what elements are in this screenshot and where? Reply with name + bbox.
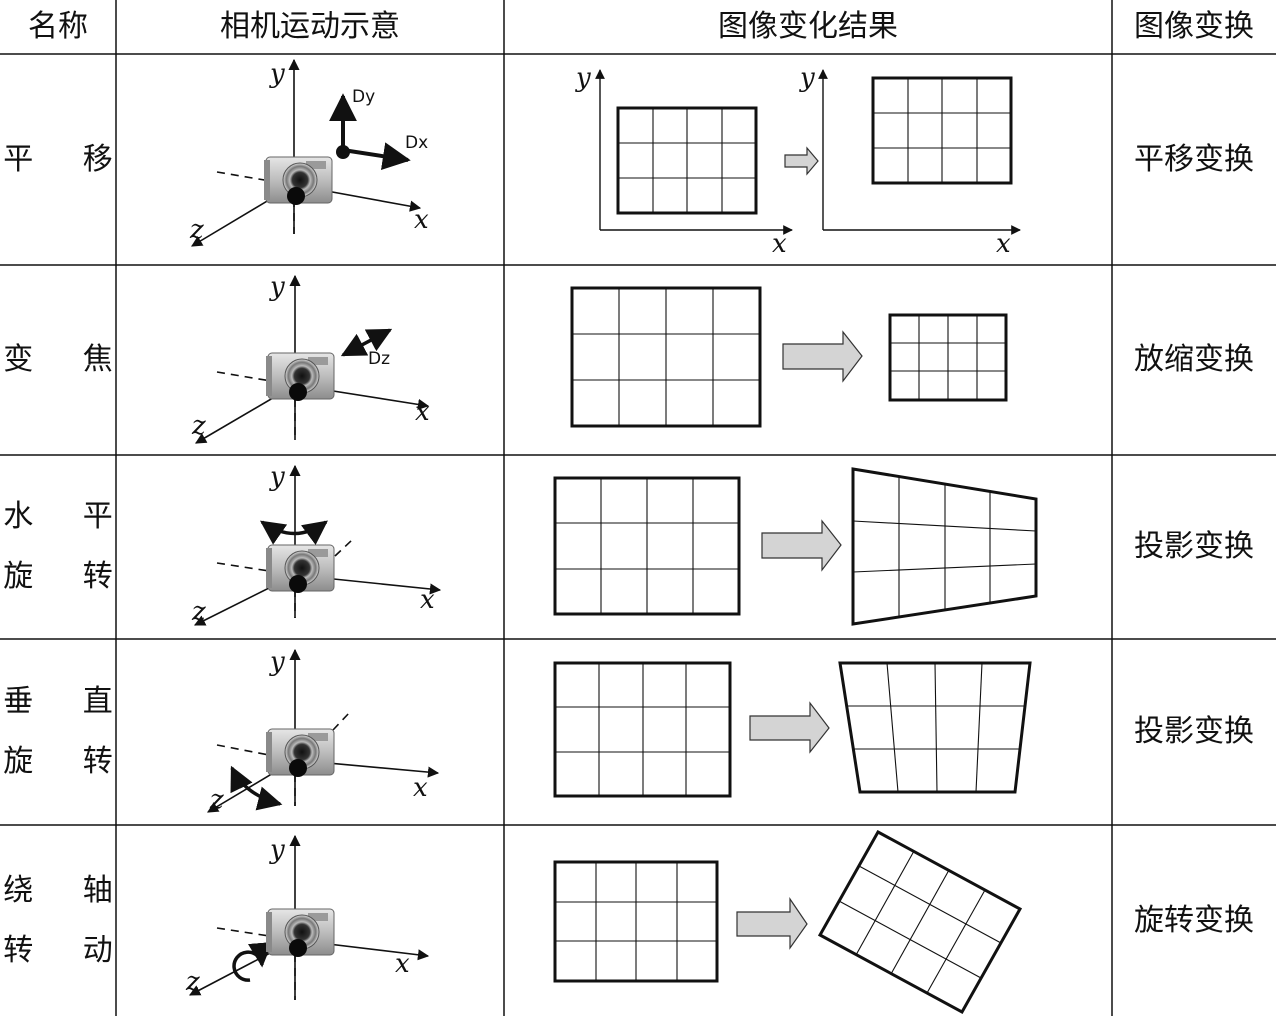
axis-y-label: y bbox=[575, 63, 591, 93]
axis-x-label: x bbox=[996, 229, 1011, 259]
axis-y-label: y bbox=[799, 63, 815, 93]
camera-icon bbox=[265, 908, 335, 958]
axis-y-label: y bbox=[269, 647, 285, 677]
result-roll bbox=[553, 829, 1023, 1015]
row-name-line: 转 动 bbox=[3, 932, 133, 968]
row-transform-roll: 旋转变换 bbox=[1134, 902, 1254, 938]
arrow-right-icon bbox=[749, 701, 830, 754]
row-transform-zoom: 放缩变换 bbox=[1134, 342, 1254, 377]
axis-y-label: y bbox=[269, 272, 285, 302]
row-name-line: 变 焦 bbox=[3, 342, 133, 377]
row-transform-translate: 平移变换 bbox=[1134, 141, 1254, 177]
axis-z-label: z bbox=[191, 411, 206, 441]
axis-z-label: z bbox=[191, 597, 206, 627]
axis-y-label: y bbox=[269, 835, 285, 865]
zoom-motion-arrow bbox=[340, 328, 393, 357]
label-dx: Dx bbox=[405, 133, 428, 153]
translate-motion-arrows bbox=[329, 93, 411, 171]
row-transform-tilt: 投影变换 bbox=[1134, 714, 1254, 749]
row-name-line: 垂 直 bbox=[3, 684, 133, 719]
camera-motion-translate bbox=[191, 58, 422, 247]
result-tilt bbox=[553, 661, 1032, 798]
header-motion: 相机运动示意 bbox=[220, 9, 400, 44]
row-name-line: 旋 转 bbox=[3, 559, 133, 594]
label-dy: Dy bbox=[352, 87, 375, 107]
arrow-right-icon bbox=[736, 897, 808, 950]
row-name-translate: 平 移 bbox=[0, 54, 116, 265]
arrow-right-icon bbox=[761, 519, 842, 572]
axis-z-label: z bbox=[189, 215, 204, 245]
camera-icon bbox=[263, 156, 333, 206]
axis-x-label: x bbox=[395, 949, 410, 979]
camera-icon bbox=[265, 544, 335, 594]
axis-x-label: x bbox=[772, 229, 787, 259]
axis-y-label: y bbox=[269, 59, 285, 89]
axis-y-label: y bbox=[269, 462, 285, 492]
row-name-pan: 水 平 旋 转 bbox=[0, 455, 116, 639]
row-name-tilt: 垂 直 旋 转 bbox=[0, 639, 116, 825]
axis-x-label: x bbox=[413, 773, 428, 803]
header-result: 图像变化结果 bbox=[718, 9, 898, 44]
axis-x-label: x bbox=[415, 397, 430, 427]
row-transform-pan: 投影变换 bbox=[1134, 529, 1254, 564]
camera-icon bbox=[265, 728, 335, 778]
axis-z-label: z bbox=[185, 967, 200, 997]
row-name-zoom: 变 焦 bbox=[0, 265, 116, 455]
header-name: 名称 bbox=[28, 9, 88, 44]
label-dz: Dz bbox=[368, 349, 390, 369]
row-name-roll: 绕 轴 转 动 bbox=[0, 825, 116, 1016]
result-translate bbox=[595, 69, 1021, 235]
axis-x-label: x bbox=[420, 585, 435, 615]
camera-icon bbox=[265, 352, 335, 402]
arrow-right-icon bbox=[784, 146, 819, 176]
row-name-line: 平 移 bbox=[3, 141, 133, 177]
row-name-line: 水 平 bbox=[3, 499, 133, 534]
row-name-line: 绕 轴 bbox=[3, 872, 133, 908]
result-zoom bbox=[570, 286, 1008, 428]
result-pan bbox=[553, 467, 1038, 626]
arrow-right-icon bbox=[782, 330, 863, 383]
row-name-line: 旋 转 bbox=[3, 744, 133, 779]
header-transform: 图像变换 bbox=[1134, 9, 1254, 44]
axis-z-label: z bbox=[209, 785, 224, 815]
axis-x-label: x bbox=[414, 205, 429, 235]
